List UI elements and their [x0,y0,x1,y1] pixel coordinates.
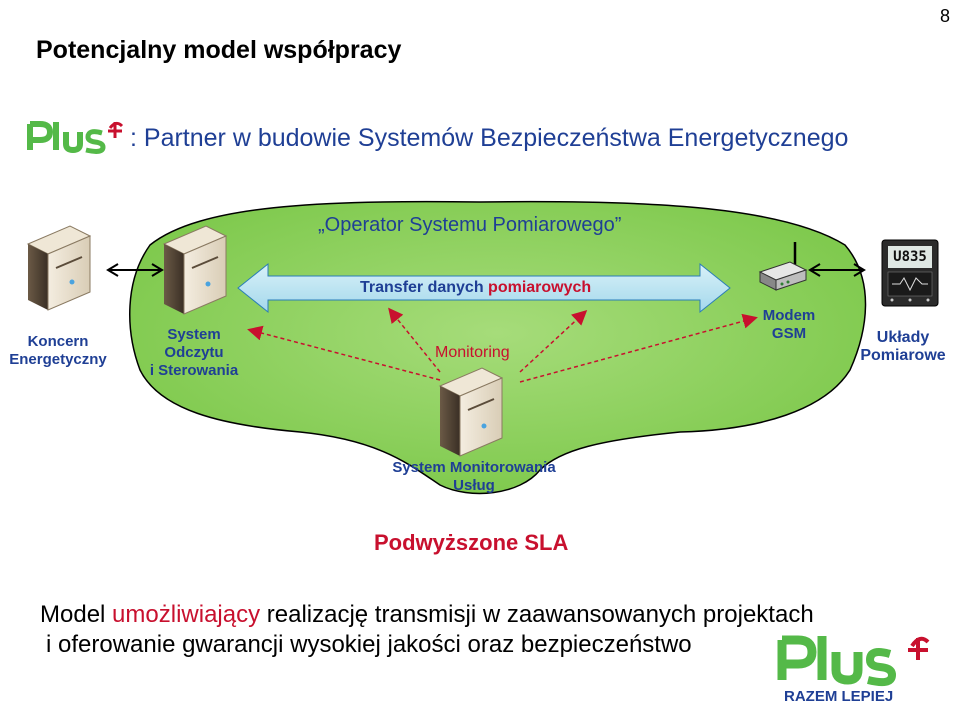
node-label-koncern-line2: Energetyczny [9,351,107,368]
description-line1-part3: realizację transmisji w zaawansowanych p… [260,601,814,628]
server-icon-monitorowania [438,367,504,457]
description-line1: Model umożliwiający realizację transmisj… [40,601,814,629]
description-line1-part2: umożliwiający [112,601,261,628]
node-label-odczytu-line2: Odczytu [164,344,224,361]
plus-logo-top [27,121,124,154]
red-link-mid-right [519,309,588,373]
meter-display-readout: U835 [893,249,927,265]
sla-label: Podwyższone SLA [374,530,569,555]
description-line2: i oferowanie gwarancji wysokiej jakości … [46,631,692,658]
node-label-system-monitorowania: System Monitorowania Usług [374,459,574,495]
operator-zone-blob [129,200,867,495]
transfer-label: Transfer danych pomiarowych [360,279,591,297]
node-label-modem-line1: Modem [762,307,816,324]
node-label-uklady-line1: Układy [876,329,930,346]
page-number: 8 [939,6,950,26]
slide-subtitle: : Partner w budowie Systemów Bezpieczeńs… [130,124,849,152]
link-arrow-modem-uklady [808,263,866,277]
node-label-uklady-line2: Pomiarowe [860,347,946,364]
node-label-odczytu-line3: i Sterowania [149,362,239,379]
node-label-monitorowania-line1: System Monitorowania [392,459,556,476]
description-line1-part1: Model [40,601,113,628]
transfer-label-part2: pomiarowych [488,279,592,296]
monitoring-label: Monitoring [435,344,510,361]
red-link-left [247,325,441,381]
node-label-modem: Modem GSM [754,307,824,343]
meter-icon [881,239,939,307]
node-label-system-odczytu: System Odczytu i Sterowania [136,326,252,380]
server-icon-odczytu [162,225,228,315]
red-link-mid-left [388,307,441,373]
server-icon-koncern [26,225,92,311]
node-label-odczytu-line1: System [167,326,221,343]
transfer-arrow [237,262,731,314]
node-label-uklady: Układy Pomiarowe [848,329,958,365]
node-label-koncern-line1: Koncern [27,333,89,350]
modem-icon [758,242,808,291]
plus-logo-bottom [777,635,930,687]
node-label-modem-line2: GSM [771,325,807,342]
operator-title: „Operator Systemu Pomiarowego” [318,214,622,236]
slide-title: Potencjalny model współpracy [36,36,402,64]
red-link-right [519,313,758,383]
node-label-koncern: Koncern Energetyczny [0,333,116,369]
node-label-monitorowania-line2: Usług [453,477,495,494]
transfer-label-part1: Transfer danych [360,279,489,296]
logo-tagline: RAZEM LEPIEJ [784,688,894,705]
link-arrow-koncern-odczytu [106,263,164,277]
